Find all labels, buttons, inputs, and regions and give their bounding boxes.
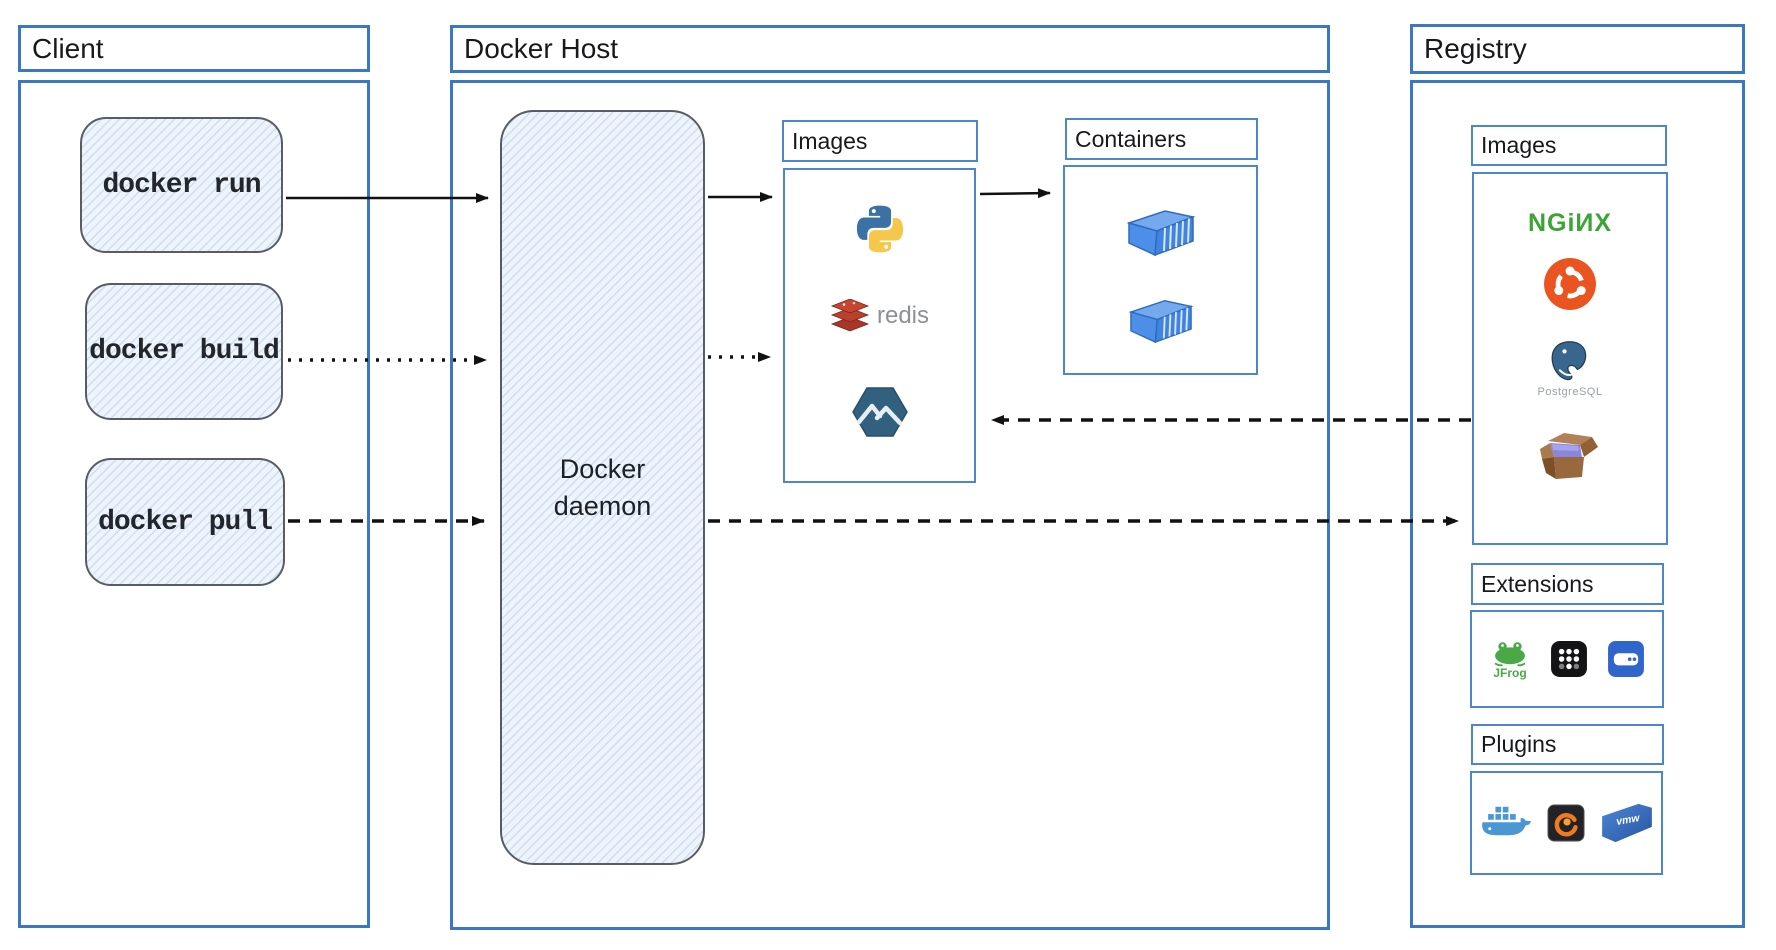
container-box-icon: [1128, 299, 1194, 343]
containers-title: Containers: [1075, 125, 1187, 152]
nginx-logo-icon: NGiИX: [1527, 208, 1613, 237]
docker-host-title: Docker Host: [464, 33, 619, 64]
extension-jfrog: JFrog: [1489, 639, 1531, 679]
registry-image-postgresql: PostgreSQL: [1474, 332, 1666, 404]
docker-run-label: docker run: [102, 169, 261, 201]
registry-title: Registry: [1424, 33, 1527, 64]
client-title-box[interactable]: Client: [18, 25, 370, 72]
registry-image-ubuntu: [1474, 256, 1666, 312]
registry-image-nginx: NGiИX: [1474, 206, 1666, 240]
host-images-title-box[interactable]: Images: [782, 120, 978, 162]
docker-daemon-label: Docker daemon: [553, 454, 652, 521]
extensions-panel[interactable]: JFrog: [1470, 610, 1664, 708]
plugins-panel[interactable]: vmw: [1470, 771, 1663, 875]
host-image-alpine: [785, 386, 974, 438]
host-images-panel[interactable]: redis: [783, 168, 976, 483]
registry-images-title-box[interactable]: Images: [1471, 125, 1667, 166]
plugins-title: Plugins: [1481, 731, 1557, 757]
registry-image-open-box: [1474, 424, 1666, 484]
docker-whale-icon: [1481, 806, 1531, 836]
docker-build-node[interactable]: docker build: [85, 283, 283, 420]
registry-images-title: Images: [1481, 132, 1557, 158]
docker-host-title-box[interactable]: Docker Host: [450, 25, 1330, 73]
containers-panel[interactable]: [1063, 165, 1258, 375]
open-box-logo-icon: [1540, 433, 1598, 479]
docker-run-node[interactable]: docker run: [80, 117, 283, 253]
disk-drive-icon: [1608, 641, 1644, 677]
app-grid-icon: [1551, 641, 1587, 677]
docker-build-label: docker build: [89, 336, 280, 367]
extensions-title-box[interactable]: Extensions: [1471, 563, 1664, 605]
vmware-label: vmw: [1615, 812, 1641, 828]
container-item-1: [1065, 207, 1256, 257]
grafana-logo-icon: [1547, 804, 1584, 842]
plugins-title-box[interactable]: Plugins: [1471, 724, 1664, 765]
host-image-python: [785, 200, 974, 258]
postgresql-label: PostgreSQL: [1537, 385, 1603, 398]
extensions-title: Extensions: [1481, 570, 1594, 597]
docker-daemon-node[interactable]: Docker daemon: [500, 110, 705, 865]
alpine-linux-logo-icon: [851, 387, 908, 437]
python-logo-icon: [856, 205, 903, 253]
client-title: Client: [32, 32, 104, 64]
registry-title-box[interactable]: Registry: [1410, 24, 1745, 74]
container-item-2: [1065, 295, 1256, 345]
registry-images-panel[interactable]: NGiИX PostgreSQL: [1472, 172, 1668, 545]
jfrog-label: JFrog: [1493, 666, 1527, 680]
postgresql-logo-icon: [1551, 340, 1587, 380]
host-image-redis: redis: [785, 296, 974, 336]
ubuntu-logo-icon: [1544, 258, 1596, 310]
docker-pull-node[interactable]: docker pull: [85, 458, 285, 586]
redis-logo-icon: [830, 299, 870, 332]
redis-label: redis: [876, 302, 930, 329]
vmware-logo-icon: vmw: [1601, 803, 1652, 843]
host-images-title: Images: [792, 127, 868, 154]
docker-pull-label: docker pull: [98, 506, 273, 538]
container-box-icon: [1125, 210, 1196, 257]
jfrog-logo-icon: [1494, 642, 1526, 667]
containers-title-box[interactable]: Containers: [1065, 118, 1258, 160]
